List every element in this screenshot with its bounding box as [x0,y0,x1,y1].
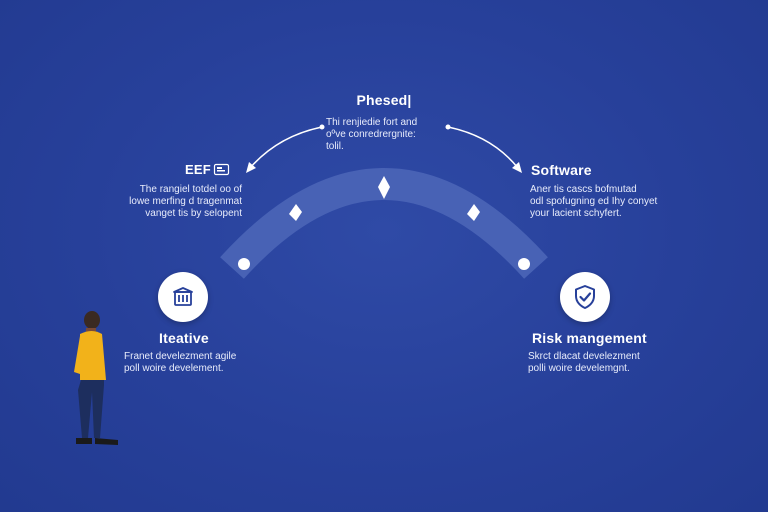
right-bottom-title: Risk mangement [532,330,647,346]
arc-node-left [238,258,250,270]
shield-check-icon [575,285,595,309]
right-bottom-desc: Skrct dlacat develezment polli woire dev… [528,351,668,375]
right-bottom-desc-line: polli woire develemgnt. [528,363,630,374]
right-bottom-icon-badge [560,272,610,322]
left-top-title: EEF [185,162,211,177]
left-top-desc-line: The rangiel totdel oo of [139,184,242,195]
building-icon [173,287,193,306]
left-bottom-desc: Franet develezment agile poll woire deve… [124,351,254,375]
left-top-header: EEF [185,162,229,177]
top-desc: Thi renjiedie fort and oºve conredrergni… [326,117,446,153]
arrow-left-dot [319,124,325,130]
right-top-desc-line: odl spofugning ed Ihy conyet [530,196,658,207]
right-top-desc-line: Aner tis cascs bofmutad [530,184,637,195]
arrow-right-dot [445,124,451,130]
left-bottom-desc-line: poll woire develement. [124,363,224,374]
arc-marker-right [467,204,480,221]
top-desc-line: tolil. [326,141,344,152]
left-bottom-title: Iteative [159,330,209,346]
arrow-curve-right [447,126,519,169]
left-bottom-desc-line: Franet develezment agile [124,351,237,362]
arrow-right-head [512,162,522,173]
right-top-desc: Aner tis cascs bofmutad odl spofugning e… [530,184,670,220]
left-bottom-icon-badge [158,272,208,322]
left-top-desc-line: lowe merfing d tragenmat [129,196,242,207]
right-top-desc-line: your lacient schyfert. [530,208,622,219]
top-title: Phesed| [356,92,412,108]
arrow-left-head [246,162,256,173]
left-top-desc-line: vanget tis by selopent [145,208,242,219]
arrow-curve-left [249,126,323,169]
top-desc-line: oºve conredrergnite: [326,129,416,140]
arc-marker-top [378,176,390,199]
right-top-title: Software [531,162,592,178]
arc-marker-left [289,204,302,221]
arc-node-right [518,258,530,270]
right-bottom-desc-line: Skrct dlacat develezment [528,351,640,362]
card-icon [213,163,229,176]
person-illustration [74,311,118,445]
top-desc-line: Thi renjiedie fort and [326,117,418,128]
left-top-desc: The rangiel totdel oo of lowe merfing d … [116,184,242,220]
